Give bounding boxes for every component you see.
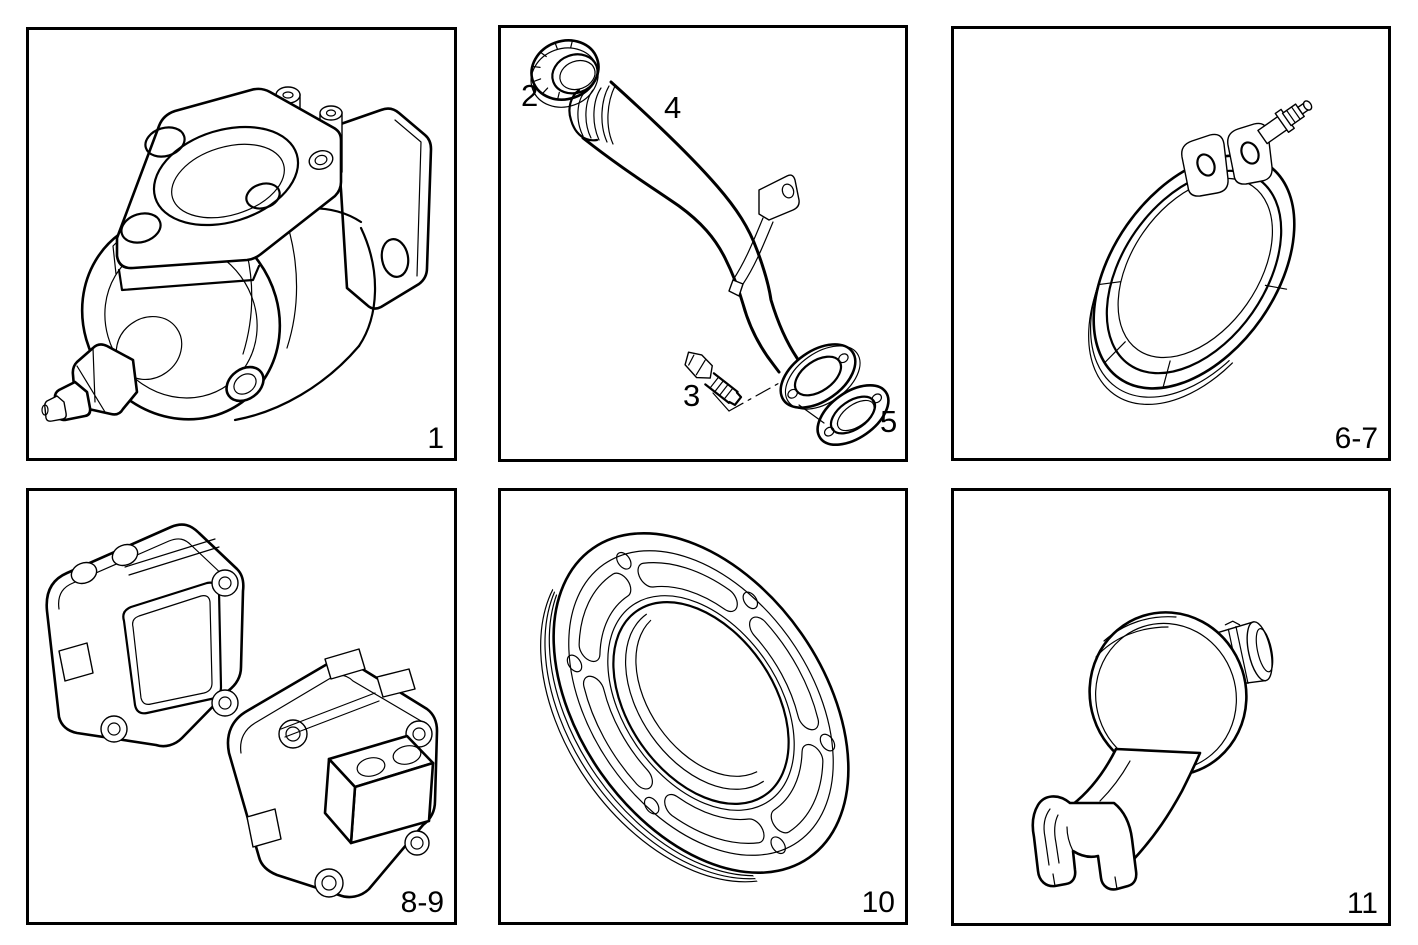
valve-with-fork-bracket-drawing [1031, 611, 1274, 891]
part-number-label: 2 [521, 78, 539, 113]
pump-assembly-drawing [41, 86, 433, 422]
part-number-label: 10 [861, 886, 895, 919]
panel-3: 6-7 [951, 26, 1391, 461]
engine-mount-brackets-drawing [45, 523, 439, 899]
part-number-label: 6-7 [1334, 422, 1378, 455]
part-number-label: 8-9 [400, 886, 444, 919]
part-number-label: 1 [427, 422, 444, 455]
panel-2: 2 4 3 5 [498, 25, 908, 462]
panel-6: 11 [951, 488, 1391, 926]
panel-4: 8-9 [26, 488, 457, 925]
part-number-label: 3 [683, 378, 701, 413]
part-number-label: 11 [1346, 887, 1378, 920]
pulley-damper-ring-drawing [501, 491, 905, 922]
part-number-label: 4 [664, 90, 682, 125]
v-band-clamp-drawing [954, 100, 1313, 458]
panel-1: 1 [26, 27, 457, 461]
panel-5: 10 [498, 488, 908, 925]
filler-tube-assembly-drawing [530, 39, 890, 446]
part-number-label: 5 [880, 404, 898, 439]
